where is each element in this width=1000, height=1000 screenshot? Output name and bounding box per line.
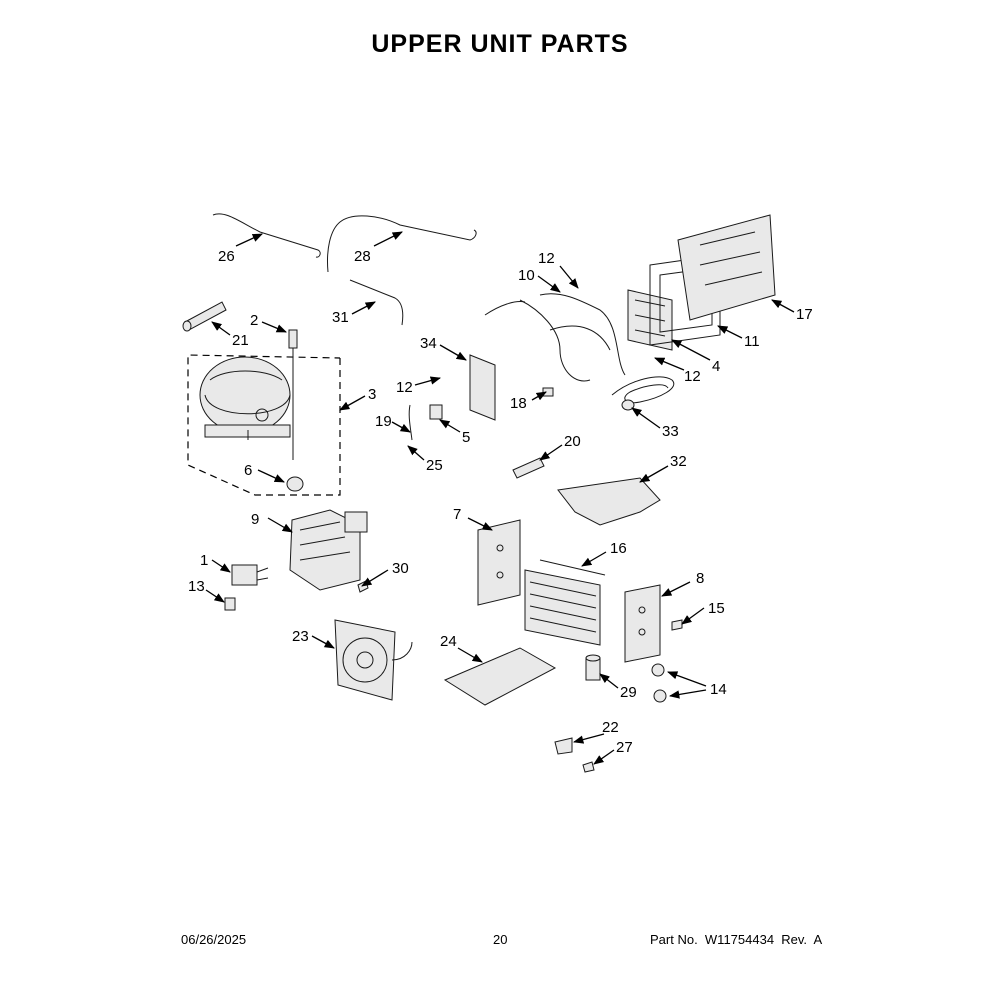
part-9-housing (289, 509, 368, 591)
page-title: UPPER UNIT PARTS (371, 30, 629, 58)
callout-18: 18 (510, 395, 527, 412)
part-33-heater (611, 376, 675, 411)
part-10-harness (484, 293, 626, 382)
callout-15: 15 (708, 600, 725, 617)
part-18-connector (542, 387, 554, 397)
callout-1: 1 (200, 552, 208, 569)
callout-7: 7 (453, 506, 461, 523)
callout-11: 11 (744, 333, 760, 350)
footer-page-number: 20 (493, 932, 508, 947)
part-1-relay (231, 564, 269, 586)
callout-22: 22 (602, 719, 619, 736)
part-8-panel (624, 584, 661, 663)
callout-8: 8 (696, 570, 704, 587)
part-26-tube (212, 213, 321, 258)
callout-5: 5 (462, 429, 470, 446)
callout-19: 19 (375, 413, 392, 430)
part-13-clip (224, 597, 236, 611)
callout-17: 17 (796, 306, 813, 323)
callout-9: 9 (251, 511, 259, 528)
callout-labels: 26 28 31 21 2 3 6 9 1 13 30 23 34 12 19 … (188, 248, 813, 756)
callout-12a: 12 (396, 379, 413, 396)
callout-24: 24 (440, 633, 457, 650)
callout-2: 2 (250, 312, 258, 329)
callout-23: 23 (292, 628, 309, 645)
part-27-screw (582, 761, 595, 773)
part-31-tube (349, 279, 404, 326)
callout-27: 27 (616, 739, 633, 756)
part-17-housing (677, 214, 776, 321)
part-2-mount (288, 329, 298, 460)
footer-part-number: Part No. W11754434 Rev. A (650, 932, 823, 947)
part-19-wire (408, 404, 413, 441)
callout-30: 30 (392, 560, 409, 577)
callout-25: 25 (426, 457, 443, 474)
part-22-clip (554, 737, 573, 755)
part-6-grommet (286, 476, 304, 492)
callout-6: 6 (244, 462, 252, 479)
callout-12b: 12 (538, 250, 555, 267)
callout-4: 4 (712, 358, 720, 375)
part-24-tray (443, 647, 557, 706)
part-14-grommets (651, 663, 667, 703)
callout-32: 32 (670, 453, 687, 470)
part-34-bracket (469, 354, 496, 421)
callout-14: 14 (710, 681, 727, 698)
callout-31: 31 (332, 309, 349, 326)
callout-20: 20 (564, 433, 581, 450)
leader-lines (205, 231, 795, 765)
part-32-cover (557, 477, 661, 526)
part-28-tube (327, 215, 477, 273)
part-21-drier (182, 301, 227, 332)
part-7-bracket (477, 519, 521, 606)
callout-33: 33 (662, 423, 679, 440)
callout-21: 21 (232, 332, 249, 349)
part-3-compressor-assembly (187, 354, 341, 496)
callout-13: 13 (188, 578, 205, 595)
callout-28: 28 (354, 248, 371, 265)
footer-date: 06/26/2025 (181, 932, 247, 947)
callout-10: 10 (518, 267, 535, 284)
part-15-screw (671, 619, 683, 631)
callout-12c: 12 (684, 368, 701, 385)
callout-34: 34 (420, 335, 437, 352)
part-16-evaporator (524, 559, 606, 646)
callout-16: 16 (610, 540, 627, 557)
part-23-fan (334, 619, 413, 701)
callout-26: 26 (218, 248, 235, 265)
callout-29: 29 (620, 684, 637, 701)
callout-3: 3 (368, 386, 376, 403)
part-20-sensor (512, 457, 545, 479)
part-29-part (585, 654, 601, 681)
part-5-switch (429, 404, 443, 420)
